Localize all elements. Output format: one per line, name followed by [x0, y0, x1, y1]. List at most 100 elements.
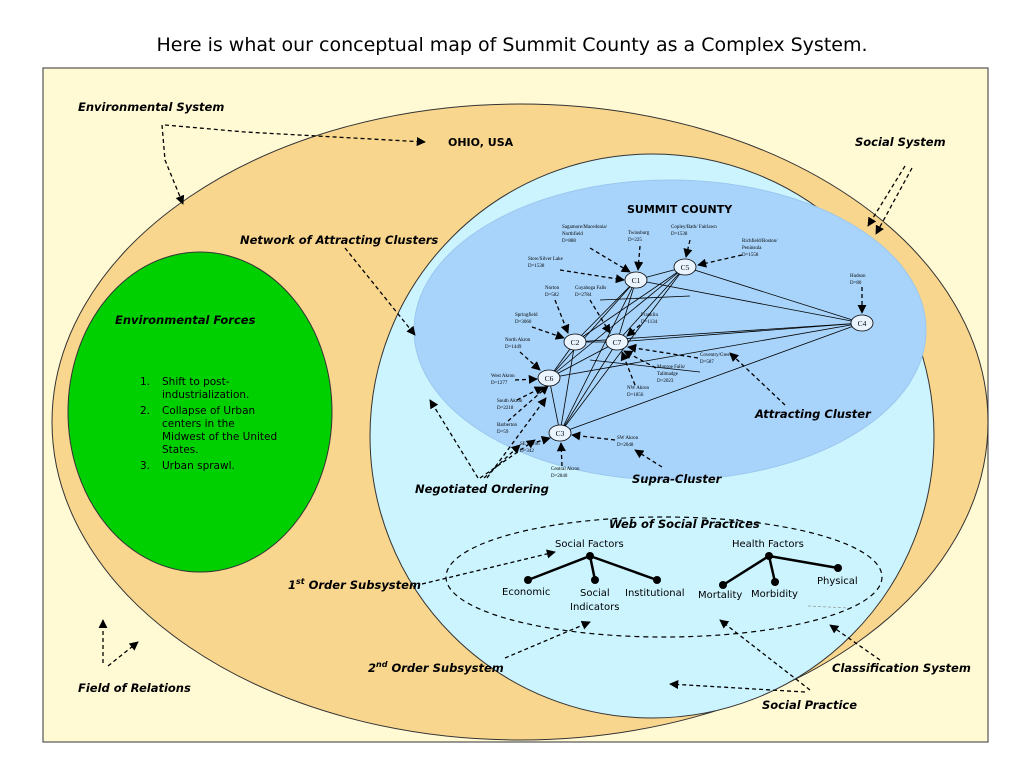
- svg-text:Norton: Norton: [545, 286, 560, 291]
- slide-title: Here is what our conceptual map of Summi…: [156, 34, 868, 56]
- svg-text:2.: 2.: [140, 405, 150, 417]
- svg-text:D=1449: D=1449: [505, 345, 522, 350]
- svg-text:D=2023: D=2023: [657, 379, 674, 384]
- svg-text:Copley/Bath/ Fairlawn: Copley/Bath/ Fairlawn: [671, 225, 717, 230]
- environmental-system-label: Environmental System: [78, 100, 224, 114]
- svg-text:SE Akron: SE Akron: [520, 442, 540, 447]
- annotation-arrows: [98, 124, 913, 693]
- svg-text:D=80: D=80: [850, 281, 862, 286]
- cluster-node-c3: C3: [548, 424, 572, 442]
- svg-text:Tallmadge: Tallmadge: [657, 372, 679, 377]
- ohio-label: OHIO, USA: [448, 136, 514, 149]
- svg-text:1.: 1.: [140, 376, 150, 388]
- svg-text:D=1134: D=1134: [641, 320, 658, 325]
- svg-text:Midwest of the United: Midwest of the United: [162, 431, 277, 443]
- morbidity-label: Morbidity: [751, 589, 798, 600]
- svg-text:D=1856: D=1856: [627, 393, 644, 398]
- svg-text:3.: 3.: [140, 460, 150, 472]
- svg-text:D=342: D=342: [520, 449, 534, 454]
- svg-text:D=225: D=225: [628, 238, 642, 243]
- svg-text:Munroe Falls/: Munroe Falls/: [657, 365, 686, 370]
- svg-text:Cuyahoga Falls: Cuyahoga Falls: [575, 286, 606, 291]
- social-system-label: Social System: [855, 135, 946, 149]
- institutional-label: Institutional: [625, 588, 685, 599]
- svg-text:C7: C7: [613, 338, 622, 347]
- svg-text:Shift to post-: Shift to post-: [162, 376, 230, 388]
- social-practice-label: Social Practice: [762, 698, 857, 712]
- social-factors-tree: [524, 552, 661, 584]
- economic-label: Economic: [502, 587, 550, 598]
- mortality-label: Mortality: [698, 590, 742, 601]
- svg-text:West Akron: West Akron: [491, 374, 515, 379]
- svg-text:Hudson: Hudson: [850, 274, 866, 279]
- supra-cluster-label: Supra-Cluster: [632, 472, 723, 486]
- svg-text:C2: C2: [571, 338, 580, 347]
- svg-text:centers in the: centers in the: [162, 418, 235, 430]
- indicators-label: Indicators: [570, 602, 619, 613]
- svg-text:South Akron: South Akron: [497, 399, 523, 404]
- svg-text:D=2218: D=2218: [497, 406, 514, 411]
- svg-text:D=1538: D=1538: [671, 232, 688, 237]
- physical-label: Physical: [817, 576, 858, 587]
- svg-text:Richfield/Boston/: Richfield/Boston/: [742, 239, 778, 244]
- cluster-node-c1: C1: [624, 271, 648, 289]
- first-order-subsystem-label: 1st Order Subsystem: [288, 577, 421, 592]
- svg-text:D=3060: D=3060: [515, 320, 532, 325]
- social-factors-title: Social Factors: [555, 539, 624, 550]
- environmental-forces-list: 1. Shift to post- industrialization. 2. …: [140, 376, 277, 472]
- svg-text:C4: C4: [858, 319, 867, 328]
- svg-text:D=2048: D=2048: [617, 443, 634, 448]
- classification-system-label: Classification System: [832, 661, 971, 675]
- svg-text:D=888: D=888: [562, 239, 576, 244]
- field-of-relations-label: Field of Relations: [78, 681, 191, 695]
- cluster-network-lines: [548, 266, 863, 434]
- web-of-social-practices-label: Web of Social Practices: [609, 517, 760, 531]
- svg-text:Sagamore/Macedonia/: Sagamore/Macedonia/: [562, 225, 608, 230]
- cluster-node-c7: C7: [605, 333, 629, 351]
- social-label: Social: [580, 588, 610, 599]
- svg-text:Stow/Silver Lake: Stow/Silver Lake: [528, 257, 564, 262]
- svg-text:NW Akron: NW Akron: [627, 386, 649, 391]
- svg-text:Collapse of Urban: Collapse of Urban: [162, 405, 255, 417]
- svg-text:Twinsburg: Twinsburg: [628, 231, 650, 236]
- svg-text:D=587: D=587: [700, 360, 714, 365]
- svg-text:Peninsula: Peninsula: [742, 246, 762, 251]
- svg-text:D=2784: D=2784: [575, 293, 592, 298]
- cluster-node-c2: C2: [563, 333, 587, 351]
- svg-text:C3: C3: [556, 429, 565, 438]
- negotiated-ordering-label: Negotiated Ordering: [415, 482, 549, 496]
- environmental-forces-label: Environmental Forces: [115, 313, 256, 327]
- svg-text:D=2840: D=2840: [551, 474, 568, 479]
- svg-text:Coventry/Green: Coventry/Green: [700, 353, 733, 358]
- svg-text:North Akron: North Akron: [505, 338, 531, 343]
- svg-text:D=59: D=59: [497, 430, 509, 435]
- health-factors-tree: [719, 552, 842, 589]
- health-factors-title: Health Factors: [732, 539, 804, 550]
- summit-county-label: SUMMIT COUNTY: [627, 203, 733, 216]
- svg-text:Central Akron: Central Akron: [551, 467, 580, 472]
- attracting-cluster-label: Attracting Cluster: [754, 407, 872, 421]
- svg-text:D=582: D=582: [545, 293, 559, 298]
- network-label: Network of Attracting Clusters: [240, 233, 438, 247]
- svg-text:States.: States.: [162, 444, 199, 456]
- svg-text:C6: C6: [545, 374, 554, 383]
- second-order-subsystem-label: 2nd Order Subsystem: [368, 660, 504, 675]
- svg-text:Springfield: Springfield: [515, 313, 538, 318]
- svg-text:C5: C5: [681, 263, 690, 272]
- svg-text:C1: C1: [632, 276, 641, 285]
- svg-text:D=1558: D=1558: [742, 253, 759, 258]
- cluster-node-c5: C5: [673, 258, 697, 276]
- svg-text:Franklin: Franklin: [641, 313, 658, 318]
- summit-county-ellipse: [413, 179, 927, 481]
- svg-text:D=1538: D=1538: [528, 264, 545, 269]
- svg-text:Barberton: Barberton: [497, 423, 517, 428]
- environmental-forces-ellipse: [67, 251, 333, 573]
- svg-text:industrialization.: industrialization.: [162, 389, 249, 401]
- cluster-node-c6: C6: [537, 369, 561, 387]
- svg-text:SW Akron: SW Akron: [617, 436, 639, 441]
- svg-text:Northfield: Northfield: [562, 232, 583, 237]
- svg-text:D=1277: D=1277: [491, 381, 508, 386]
- svg-text:Urban sprawl.: Urban sprawl.: [162, 460, 235, 472]
- web-of-social-practices-ellipse: [445, 516, 883, 638]
